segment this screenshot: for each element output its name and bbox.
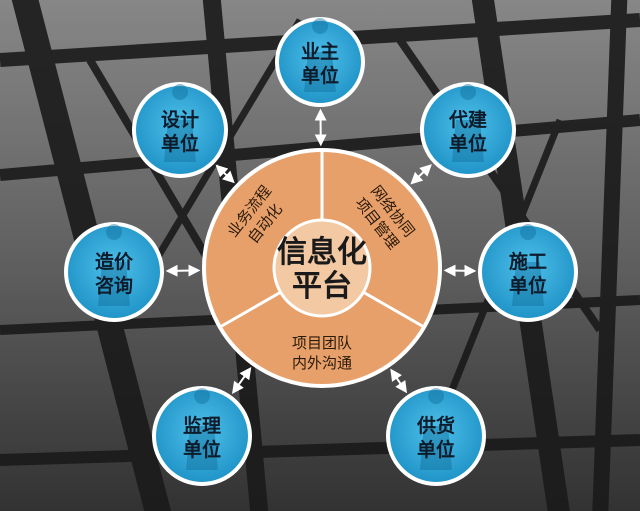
satellite-owner: 业主 单位: [275, 17, 365, 107]
satellite-supervision: 监理 单位: [152, 386, 252, 486]
connector-arrows: [165, 108, 477, 395]
connector-arrow-supply: [390, 368, 408, 394]
satellite-supply: 供货 单位: [386, 386, 486, 486]
hub-divider: [219, 290, 282, 329]
person-silhouette-icon: [186, 388, 218, 470]
connector-arrow-cost: [165, 264, 201, 277]
satellite-agent-line2: 单位: [449, 132, 487, 155]
satellite-supervision-line2: 单位: [183, 438, 221, 461]
person-silhouette-icon: [98, 224, 130, 306]
segment-bottom-line2: 内外沟通: [292, 354, 352, 372]
connector-arrow-supervision: [231, 366, 252, 395]
satellite-circle: [386, 386, 486, 486]
satellite-construction-line2: 单位: [509, 274, 547, 297]
satellite-circle: [275, 17, 365, 107]
satellite-design-line1: 设计: [161, 109, 199, 131]
satellite-construction-line1: 施工: [509, 250, 547, 273]
center-label-line1: 信息化: [277, 235, 367, 270]
person-silhouette-icon: [512, 224, 544, 306]
satellite-construction: 施工 单位: [478, 222, 578, 322]
satellite-cost-line2: 咨询: [95, 274, 133, 297]
satellite-circle: [132, 82, 228, 178]
satellite-design-line2: 单位: [161, 132, 199, 155]
satellite-cost-line1: 造价: [95, 250, 134, 273]
person-silhouette-icon: [304, 18, 336, 93]
segment-bottom-line1: 项目团队: [292, 334, 352, 352]
satellite-agent: 代建 单位: [420, 82, 516, 178]
satellite-owner-line1: 业主: [301, 41, 339, 63]
satellite-owner-line2: 单位: [301, 64, 339, 87]
hub: 信息化 平台 业务流程 自动化 网络协同 项目管理 项目团队 内外沟通: [202, 148, 442, 388]
satellite-circle: [478, 222, 578, 322]
satellite-supply-line1: 供货: [416, 414, 455, 437]
connector-arrow-design: [215, 164, 235, 184]
segment-bottom: 项目团队 内外沟通: [292, 334, 352, 372]
satellite-supply-line2: 单位: [417, 438, 455, 461]
satellite-circle: [152, 386, 252, 486]
connector-arrow-construction: [443, 264, 477, 277]
person-silhouette-icon: [420, 388, 452, 470]
satellite-agent-line1: 代建: [448, 108, 487, 131]
satellite-cost: 造价 咨询: [64, 222, 164, 322]
satellite-circle: [420, 82, 516, 178]
hub-divider: [362, 290, 425, 329]
connector-arrow-agent: [410, 164, 432, 185]
satellite-supervision-line1: 监理: [183, 414, 221, 437]
satellite-design: 设计 单位: [132, 82, 228, 178]
satellite-circle: [64, 222, 164, 322]
center-label-line2: 平台: [292, 269, 352, 304]
hub-center: [272, 218, 372, 318]
person-silhouette-icon: [452, 84, 484, 162]
person-silhouette-icon: [164, 84, 196, 162]
